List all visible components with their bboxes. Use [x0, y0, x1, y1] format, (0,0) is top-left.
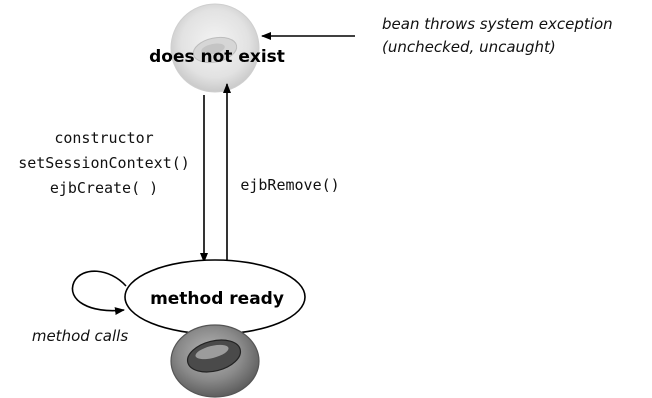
method-calls-self-loop — [71, 270, 127, 316]
state-method-ready: method ready — [150, 289, 284, 309]
create-label-ejbcreate: ejbCreate( ) — [50, 179, 158, 197]
exception-note-line1: bean throws system exception — [382, 15, 613, 33]
bean-instance-icon — [170, 324, 260, 398]
state-does-not-exist: does not exist — [149, 47, 285, 67]
exception-note-line2: (unchecked, uncaught) — [382, 38, 556, 56]
method-calls-label: method calls — [32, 327, 128, 345]
create-label-constructor: constructor — [54, 129, 153, 147]
remove-label-ejbremove: ejbRemove() — [240, 176, 339, 194]
create-label-setsessioncontext: setSessionContext() — [18, 154, 190, 172]
ghost-bean-icon — [170, 3, 260, 93]
